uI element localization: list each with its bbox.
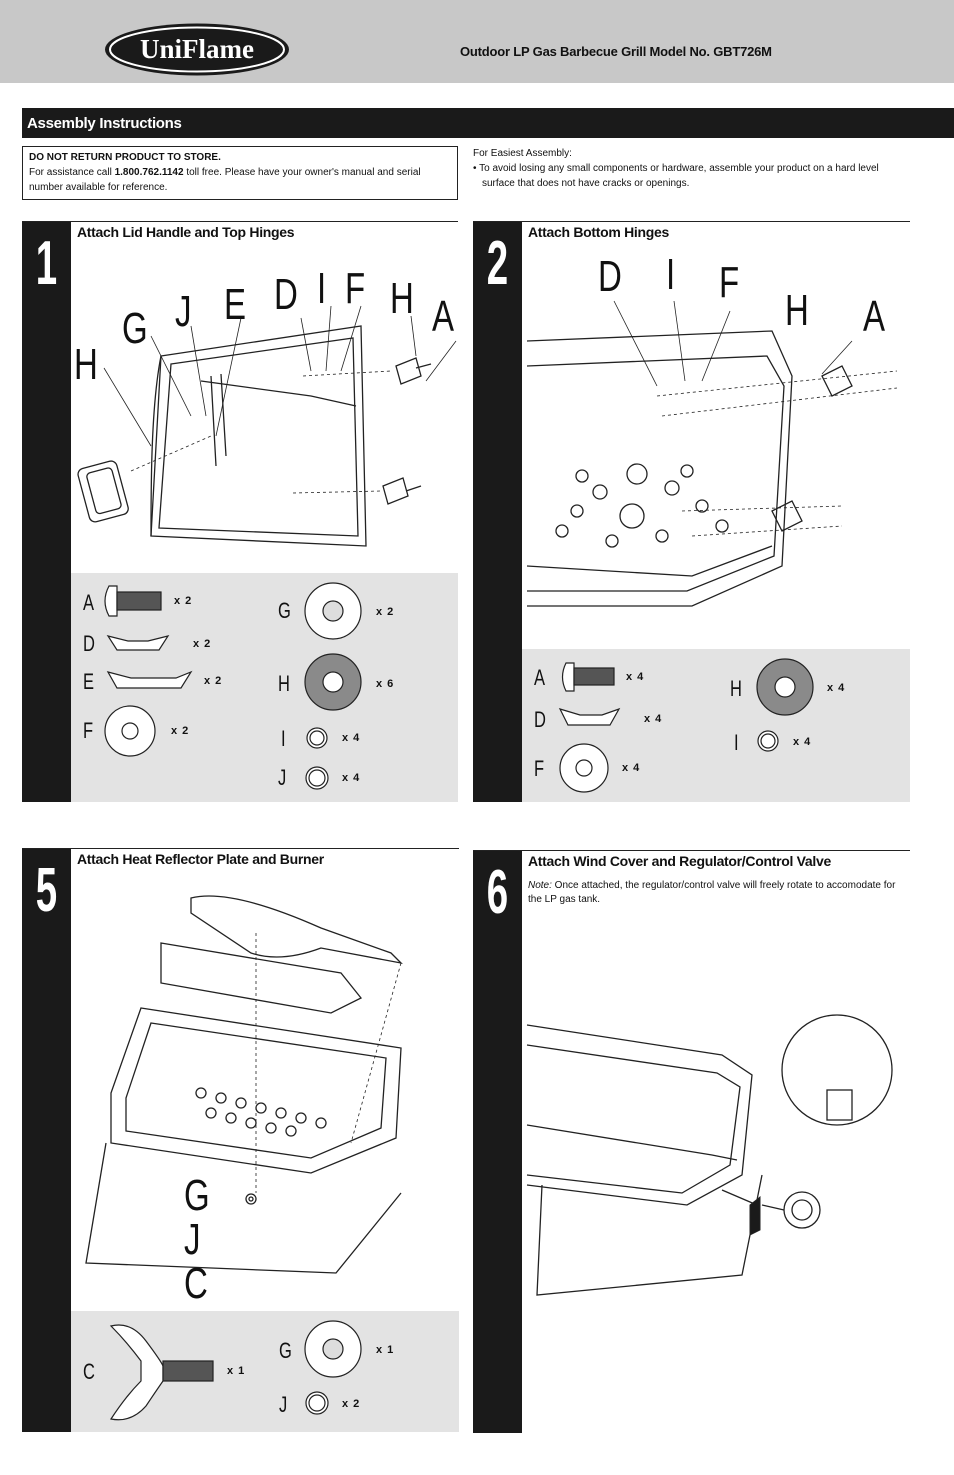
step-2-diagram — [526, 300, 898, 607]
part-letter: A — [83, 590, 95, 615]
step-6-diagram — [526, 1014, 893, 1296]
part-qty: x 1 — [227, 1365, 246, 1377]
parts-art — [558, 658, 814, 793]
easy-bullet: • To avoid losing any small components o… — [473, 163, 879, 189]
page-header: UniFlame Outdoor LP Gas Barbecue Grill M… — [0, 0, 954, 83]
part-qty: x 2 — [174, 595, 193, 607]
part-qty: x 4 — [342, 772, 361, 784]
uniflame-logo: UniFlame — [105, 23, 289, 76]
callout-label: D — [598, 252, 622, 301]
part-qty: x 4 — [793, 736, 812, 748]
part-letter: A — [534, 665, 546, 690]
callout-label: F — [345, 264, 366, 313]
step-5-parts: C x 1 G x 1 J x 2 — [71, 1311, 459, 1432]
step-5-panel: 5 Attach Heat Reflector Plate and Burner… — [22, 848, 459, 1432]
callout-label: C — [184, 1259, 208, 1308]
callout-label: H — [390, 274, 414, 323]
easy-assembly: For Easiest Assembly: • To avoid losing … — [473, 146, 913, 191]
step-2-parts: A x 4 D x 4 F x 4 H x 4 I x 4 — [522, 649, 910, 802]
step-number: 1 — [35, 229, 58, 298]
step-6-note: Note: Once attached, the regulator/contr… — [528, 880, 896, 905]
step-2-title: Attach Bottom Hinges — [528, 224, 670, 240]
section-title: Assembly Instructions — [27, 115, 182, 132]
step-1-strip: 1 — [22, 222, 71, 802]
parts-art — [109, 1320, 362, 1421]
step-2-strip: 2 — [473, 222, 522, 802]
step-number: 2 — [486, 229, 509, 298]
callout-label: E — [224, 280, 247, 329]
part-letter: G — [279, 1338, 292, 1363]
part-qty: x 2 — [193, 638, 212, 650]
phone-number: 1.800.762.1142 — [114, 167, 184, 178]
part-qty: x 4 — [827, 682, 846, 694]
part-qty: x 2 — [376, 606, 395, 618]
step-number: 6 — [486, 858, 509, 927]
callout-label: I — [317, 264, 327, 313]
part-letter: J — [279, 1392, 288, 1417]
part-letter: H — [278, 671, 290, 696]
part-qty: x 2 — [204, 675, 223, 687]
part-qty: x 2 — [171, 725, 190, 737]
part-letter: F — [534, 756, 545, 781]
step-5-strip: 5 — [22, 849, 71, 1432]
svg-text:UniFlame: UniFlame — [140, 34, 254, 64]
part-letter: F — [83, 718, 94, 743]
callout-label: D — [274, 270, 298, 319]
part-letter: I — [281, 726, 286, 751]
step-6-title: Attach Wind Cover and Regulator/Control … — [528, 853, 831, 869]
part-qty: x 1 — [376, 1344, 395, 1356]
step-1-panel: 1 Attach Lid Handle and Top Hinges H G — [22, 221, 458, 802]
parts-art — [104, 582, 362, 790]
part-letter: D — [83, 631, 95, 656]
part-qty: x 2 — [342, 1398, 361, 1410]
callout-label: J — [175, 287, 192, 336]
part-letter: G — [278, 598, 291, 623]
step-5-title: Attach Heat Reflector Plate and Burner — [77, 851, 324, 867]
callout-label: G — [184, 1171, 210, 1220]
part-qty: x 4 — [626, 671, 645, 683]
section-bar: Assembly Instructions — [22, 108, 954, 138]
callout-label: H — [74, 340, 98, 389]
callout-label: A — [863, 292, 886, 341]
step-number: 5 — [35, 856, 58, 925]
step-1-title: Attach Lid Handle and Top Hinges — [77, 224, 295, 240]
part-letter: I — [734, 730, 739, 755]
part-letter: C — [83, 1359, 95, 1384]
callout-label: I — [666, 250, 676, 299]
part-letter: D — [534, 707, 546, 732]
step-6-panel: 6 Attach Wind Cover and Regulator/Contro… — [473, 850, 910, 1433]
step-1-parts: A x 2 D x 2 E x 2 F x 2 G x 2 H x 6 I x … — [71, 573, 458, 802]
part-letter: H — [730, 676, 742, 701]
easy-heading: For Easiest Assembly: — [473, 148, 572, 159]
step-1-diagram — [77, 305, 457, 547]
notice-heading: DO NOT RETURN PRODUCT TO STORE. — [29, 152, 221, 163]
callout-label: A — [432, 292, 455, 341]
step-2-panel: 2 Attach Bottom Hinges D I F H A — [473, 221, 910, 802]
callout-label: F — [719, 258, 740, 307]
notice-box: DO NOT RETURN PRODUCT TO STORE. For assi… — [22, 146, 458, 200]
part-qty: x 4 — [644, 713, 663, 725]
notice-text: For assistance call 1.800.762.1142 toll … — [29, 167, 421, 193]
part-qty: x 4 — [622, 762, 641, 774]
step-6-strip: 6 — [473, 851, 522, 1433]
part-letter: J — [278, 765, 287, 790]
callout-label: J — [184, 1215, 201, 1264]
callout-label: H — [785, 286, 809, 335]
step-5-diagram — [85, 895, 403, 1274]
model-title: Outdoor LP Gas Barbecue Grill Model No. … — [460, 44, 772, 59]
part-letter: E — [83, 669, 95, 694]
part-qty: x 4 — [342, 732, 361, 744]
callout-label: G — [122, 304, 148, 353]
part-qty: x 6 — [376, 678, 395, 690]
